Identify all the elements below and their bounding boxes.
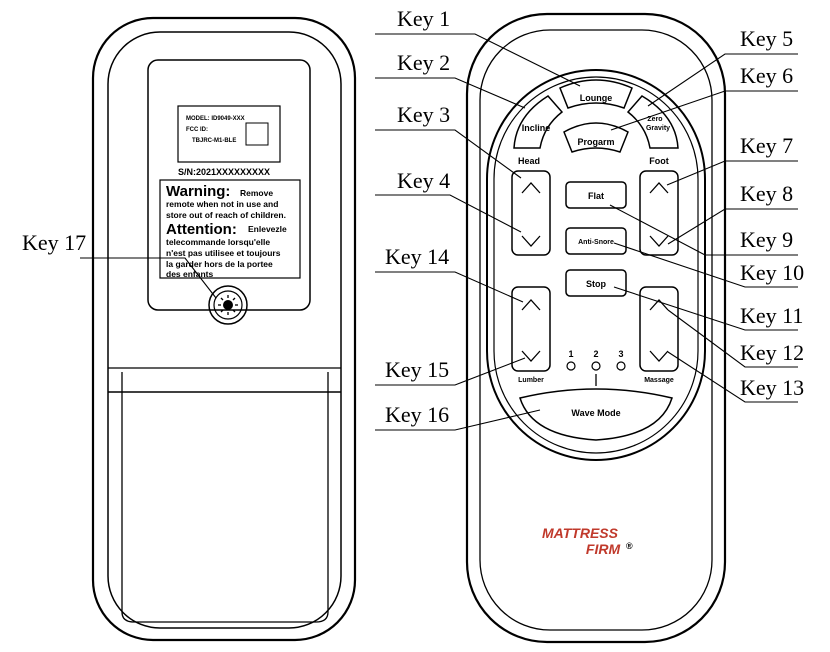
foot-down-button[interactable]	[649, 235, 669, 247]
foot-label: Foot	[649, 156, 669, 166]
key-9-label: Key 9	[740, 227, 793, 252]
zero-gravity-button[interactable]: Zero Gravity	[626, 95, 679, 149]
key-1-label: Key 1	[397, 6, 450, 31]
lumbar-up-button[interactable]	[521, 299, 541, 311]
head-rocker	[511, 170, 551, 256]
head-label: Head	[518, 156, 540, 166]
lounge-label: Lounge	[580, 93, 613, 103]
massage-rocker	[639, 286, 679, 372]
callout-lines	[80, 33, 798, 431]
model-label: MODEL: ID9049-XXX FCC ID: TBJRC-M1-BLE	[177, 105, 281, 163]
level-label-2: 2	[593, 349, 598, 359]
chevron-down-icon	[521, 235, 541, 247]
key-12-label: Key 12	[740, 340, 804, 365]
lumbar-down-button[interactable]	[521, 350, 541, 362]
model-text: MODEL: ID9049-XXX	[186, 116, 245, 122]
key-3-label: Key 3	[397, 102, 450, 127]
key-17-label: Key 17	[22, 230, 86, 255]
chevron-up-icon	[521, 299, 541, 311]
warning-line-2: remote when not in use and	[166, 199, 278, 209]
massage-label: Massage	[644, 377, 674, 384]
key-6-label: Key 6	[740, 63, 793, 88]
warning-title: Warning:	[166, 183, 230, 200]
fcc-id-text: TBJRC-M1-BLE	[192, 138, 236, 144]
lounge-button[interactable]: Lounge	[559, 79, 633, 109]
foot-up-button[interactable]	[649, 182, 669, 194]
attention-title: Attention:	[166, 221, 237, 238]
warning-label: Warning: Remove remote when not in use a…	[159, 179, 301, 279]
wave-mode-button[interactable]: Wave Mode	[519, 388, 673, 441]
key-labels: Key 1 Key 2 Key 3 Key 4 Key 5 Key 6 Key …	[22, 6, 804, 427]
lumbar-rocker	[511, 286, 551, 372]
head-down-button[interactable]	[521, 235, 541, 247]
mattress-firm-logo: MATTRESS FIRM ®	[542, 525, 633, 557]
attention-line-4: la garder hors de la portee	[166, 259, 273, 269]
key-2-label: Key 2	[397, 50, 450, 75]
level-label-3: 3	[618, 349, 623, 359]
warning-line-3: store out of reach of children.	[166, 210, 286, 220]
zero-gravity-label-2: Gravity	[646, 125, 670, 132]
remote-back: MODEL: ID9049-XXX FCC ID: TBJRC-M1-BLE S…	[91, 16, 357, 642]
program-button[interactable]: Progarm	[563, 122, 629, 153]
key-8-label: Key 8	[740, 181, 793, 206]
flat-label: Flat	[588, 191, 604, 201]
massage-up-button[interactable]	[649, 299, 669, 311]
chevron-down-icon	[649, 235, 669, 247]
key-10-label: Key 10	[740, 260, 804, 285]
anti-snore-label: Anti-Snore	[578, 239, 614, 246]
light-button[interactable]	[208, 285, 248, 325]
anti-snore-button[interactable]: Anti-Snore	[565, 227, 627, 255]
light-icon	[218, 295, 238, 315]
remote-front: Lounge Incline Zero Gravity Progarm Head	[465, 12, 727, 644]
fcc-text: FCC ID:	[186, 127, 208, 133]
key-5-label: Key 5	[740, 26, 793, 51]
attention-line-5: des enfants	[166, 269, 214, 279]
chevron-up-icon	[649, 182, 669, 194]
attention-line-1: Enlevezle	[248, 224, 287, 234]
program-label: Progarm	[577, 137, 614, 147]
attention-line-2: telecommande lorsqu'elle	[166, 237, 270, 247]
massage-level-indicators: 1 2 3	[566, 349, 626, 386]
level-label-1: 1	[568, 349, 573, 359]
warning-line-1: Remove	[240, 188, 273, 198]
level-led-1	[566, 361, 576, 371]
wave-mode-label: Wave Mode	[571, 408, 620, 418]
stop-label: Stop	[586, 279, 606, 289]
chevron-up-icon	[521, 182, 541, 194]
key-14-label: Key 14	[385, 244, 449, 269]
key-16-label: Key 16	[385, 402, 449, 427]
stop-button[interactable]: Stop	[565, 269, 627, 297]
level-led-2	[591, 361, 601, 371]
attention-line-3: n'est pas utilisee et toujours	[166, 248, 281, 258]
foot-rocker	[639, 170, 679, 256]
key-13-label: Key 13	[740, 375, 804, 400]
lumbar-label: Lumber	[518, 377, 544, 384]
brand-line-1: MATTRESS	[542, 525, 619, 541]
brand-line-2: FIRM	[586, 541, 621, 557]
key-15-label: Key 15	[385, 357, 449, 382]
incline-label: Incline	[522, 123, 551, 133]
chevron-down-icon	[521, 350, 541, 362]
chevron-down-icon	[649, 350, 669, 362]
head-up-button[interactable]	[521, 182, 541, 194]
key-11-label: Key 11	[740, 303, 803, 328]
incline-button[interactable]: Incline	[513, 95, 564, 149]
level-led-3	[616, 361, 626, 371]
zero-gravity-label-1: Zero	[647, 116, 662, 123]
massage-down-button[interactable]	[649, 350, 669, 362]
brand-mark: ®	[626, 541, 633, 551]
key-4-label: Key 4	[397, 168, 450, 193]
chevron-up-icon	[649, 299, 669, 311]
key-7-label: Key 7	[740, 133, 793, 158]
serial-number: S/N:2021XXXXXXXXX	[178, 167, 270, 177]
flat-button[interactable]: Flat	[565, 181, 627, 209]
